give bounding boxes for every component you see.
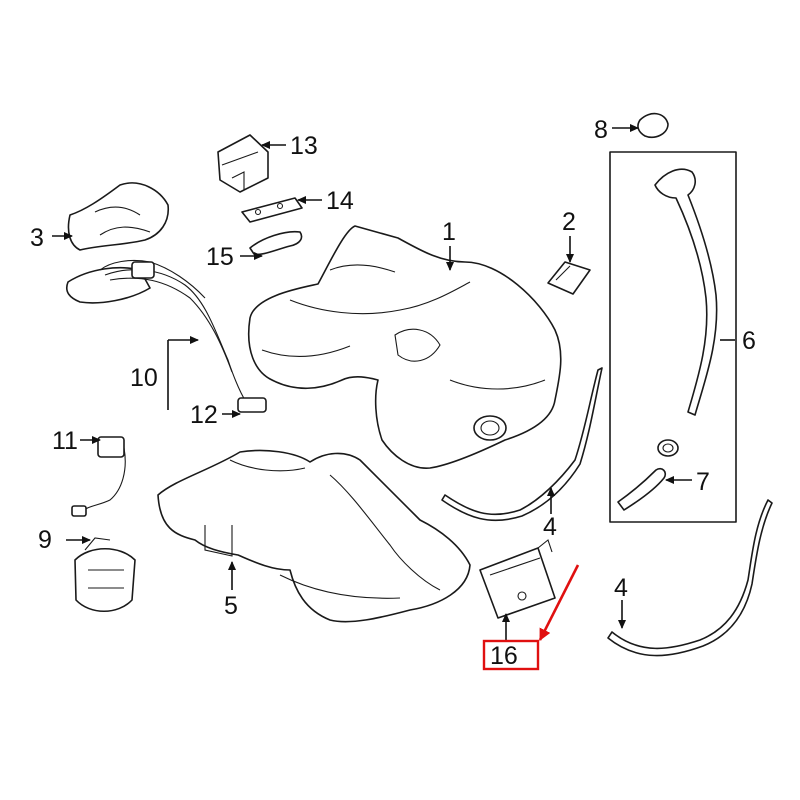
callout-12: 12: [190, 401, 218, 429]
callout-9: 9: [38, 526, 52, 554]
gasket-ring: [249, 230, 303, 256]
callout-15: 15: [206, 243, 234, 271]
fuel-tank: [248, 225, 562, 469]
callout-6: 6: [742, 327, 756, 355]
callout-2: 2: [562, 208, 576, 236]
callout-8: 8: [594, 116, 608, 144]
tank-shield: [157, 449, 471, 623]
fuel-cap: [637, 112, 669, 139]
tank-strap-front: [441, 367, 603, 522]
callout-7: 7: [696, 468, 710, 496]
lock-ring-bracket: [241, 197, 303, 223]
callout-4-rear: 4: [614, 574, 628, 602]
heat-shield: [67, 182, 170, 251]
callout-16: 16: [490, 642, 518, 670]
sender-unit: [74, 537, 136, 612]
callout-4-front: 4: [543, 513, 557, 541]
tank-strap-rear: [607, 499, 773, 657]
leader-lines: [52, 124, 735, 640]
callout-3: 3: [30, 224, 44, 252]
insulator-pad: [547, 261, 591, 295]
sensor-harness: [71, 436, 126, 517]
callout-5: 5: [224, 592, 238, 620]
fuel-pump-control-module: [479, 539, 556, 619]
filler-neck-group: [609, 151, 737, 523]
highlight-box: [482, 639, 540, 671]
highlight-arrow: [538, 564, 580, 641]
fuel-pump-sender: [217, 134, 269, 193]
callout-11: 11: [52, 427, 78, 455]
callout-1: 1: [442, 218, 456, 246]
fuel-pump-lines: [65, 259, 267, 413]
callout-13: 13: [290, 132, 318, 160]
callout-10: 10: [130, 364, 158, 392]
callout-14: 14: [326, 187, 354, 215]
